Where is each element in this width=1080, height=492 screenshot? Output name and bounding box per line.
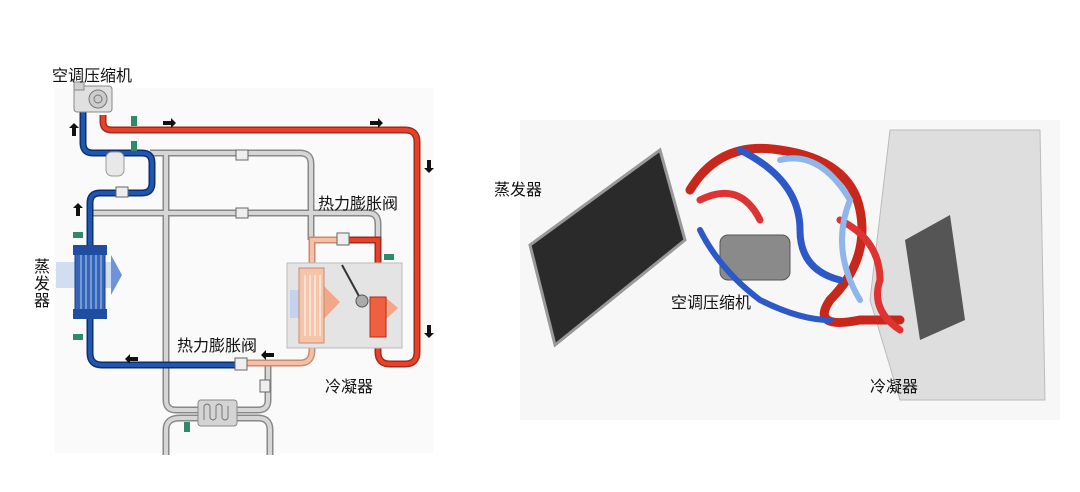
- condenser-core: [905, 215, 965, 340]
- photo-condenser-label: 冷凝器: [870, 377, 919, 396]
- photo-compressor-label: 空调压缩机: [671, 293, 752, 312]
- expansion-valve-top-label: 热力膨胀阀: [318, 194, 399, 213]
- hvac-housing: [869, 129, 1046, 401]
- receiver-drier-icon: [105, 151, 125, 177]
- compressor-label: 空调压缩机: [52, 66, 133, 85]
- evaporator-icon: [56, 245, 122, 319]
- expansion-valve-bottom-label: 热力膨胀阀: [177, 336, 258, 355]
- photo-evaporator-label: 蒸发器: [494, 180, 543, 199]
- condenser-icon: [286, 262, 403, 349]
- refrigerant-hoses: [685, 143, 905, 334]
- compressor-icon: [73, 81, 113, 113]
- evaporator-label: 蒸发器: [31, 258, 50, 309]
- evaporator-core: [528, 147, 687, 348]
- condenser-label: 冷凝器: [325, 377, 374, 396]
- service-port-icons: [73, 116, 394, 432]
- flow-direction-arrows: [69, 118, 434, 364]
- heat-exchanger-icon: [197, 399, 238, 427]
- expansion-valve-icons: [115, 149, 350, 393]
